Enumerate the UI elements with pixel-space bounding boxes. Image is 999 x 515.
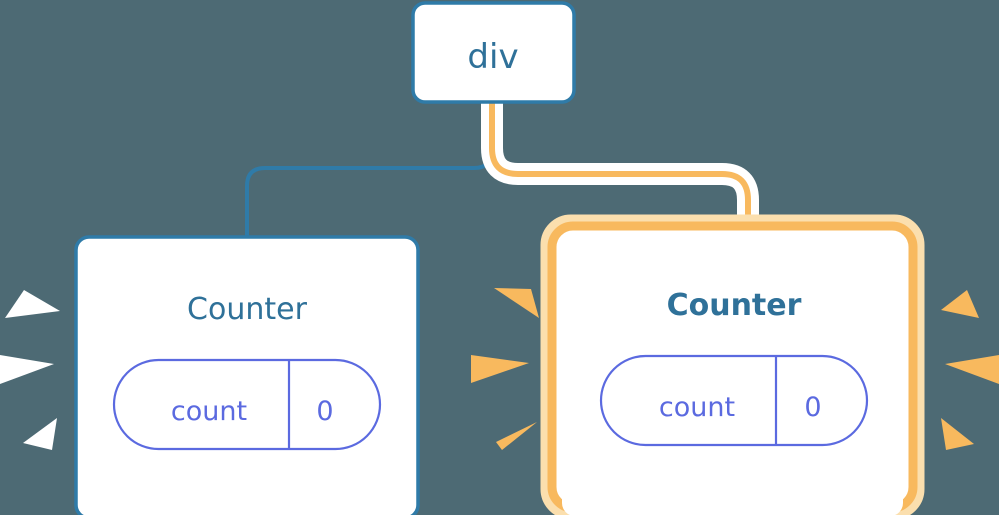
- state-pill-right-outline: [599, 354, 869, 447]
- ray-orange-right-bottom-icon: [941, 418, 974, 450]
- state-pill-right[interactable]: count 0: [599, 354, 869, 447]
- node-counter-right-glow: [540, 214, 925, 515]
- ray-orange-right-top-icon: [941, 290, 979, 318]
- edge-div-to-counter-right: [489, 102, 751, 240]
- state-value-left: 0: [316, 396, 333, 427]
- rays-counter-left: [0, 290, 60, 450]
- ray-orange-left-bottom-icon: [496, 422, 537, 450]
- node-counter-right[interactable]: Counter count 0: [540, 214, 925, 515]
- ray-orange-right-middle-icon: [945, 355, 999, 384]
- ray-white-middle-icon: [0, 355, 54, 384]
- node-div[interactable]: div: [411, 1, 576, 104]
- ray-orange-left-top-icon: [494, 288, 539, 318]
- state-key-left: count: [171, 396, 247, 427]
- node-div-box: [411, 1, 576, 104]
- ray-orange-left-middle-icon: [471, 355, 529, 383]
- node-counter-right-label: Counter: [667, 288, 802, 323]
- ray-white-top-icon: [5, 290, 60, 318]
- state-pill-left[interactable]: count 0: [112, 358, 382, 451]
- state-pill-left-outline: [112, 358, 382, 451]
- node-counter-left[interactable]: Counter count 0: [74, 235, 420, 515]
- state-key-right: count: [659, 392, 735, 423]
- rays-counter-right-right-side: [941, 290, 999, 450]
- rays-counter-right-left-side: [471, 288, 539, 450]
- state-value-right: 0: [804, 392, 821, 423]
- node-counter-left-label: Counter: [187, 292, 308, 327]
- ray-white-bottom-icon: [23, 418, 57, 450]
- node-div-label: div: [467, 37, 518, 77]
- edge-div-to-counter-left: [245, 102, 494, 238]
